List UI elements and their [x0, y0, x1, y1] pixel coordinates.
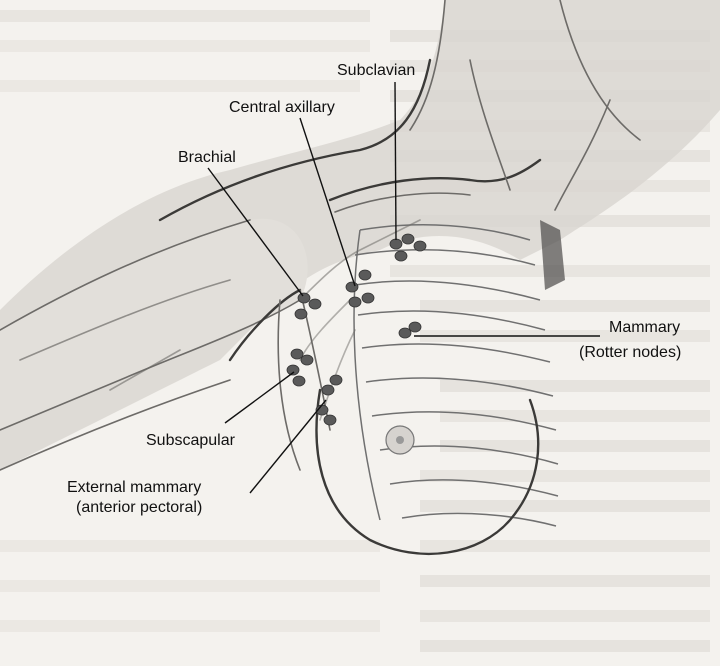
node-subclavian [402, 234, 414, 244]
node-mammary [399, 328, 411, 338]
label-external-mammary-sub: (anterior pectoral) [76, 499, 202, 516]
node-brachial [298, 293, 310, 303]
leader-subclavian [395, 82, 396, 240]
node-central-axillary [362, 293, 374, 303]
node-external-mammary [330, 375, 342, 385]
label-brachial: Brachial [178, 149, 236, 166]
node-central-axillary [359, 270, 371, 280]
node-brachial [295, 309, 307, 319]
label-mammary-sub: (Rotter nodes) [579, 344, 681, 361]
node-subscapular [293, 376, 305, 386]
node-subclavian [390, 239, 402, 249]
node-external-mammary [322, 385, 334, 395]
label-central-axillary: Central axillary [229, 99, 335, 116]
label-external-mammary: External mammary [67, 479, 201, 496]
node-external-mammary [324, 415, 336, 425]
node-subscapular [291, 349, 303, 359]
node-mammary [409, 322, 421, 332]
node-central-axillary [349, 297, 361, 307]
node-central-axillary [346, 282, 358, 292]
label-mammary: Mammary [609, 319, 680, 336]
label-subscapular: Subscapular [146, 432, 236, 449]
node-subscapular [301, 355, 313, 365]
node-brachial [309, 299, 321, 309]
label-subclavian: Subclavian [337, 62, 415, 79]
node-subclavian [414, 241, 426, 251]
node-subclavian [395, 251, 407, 261]
